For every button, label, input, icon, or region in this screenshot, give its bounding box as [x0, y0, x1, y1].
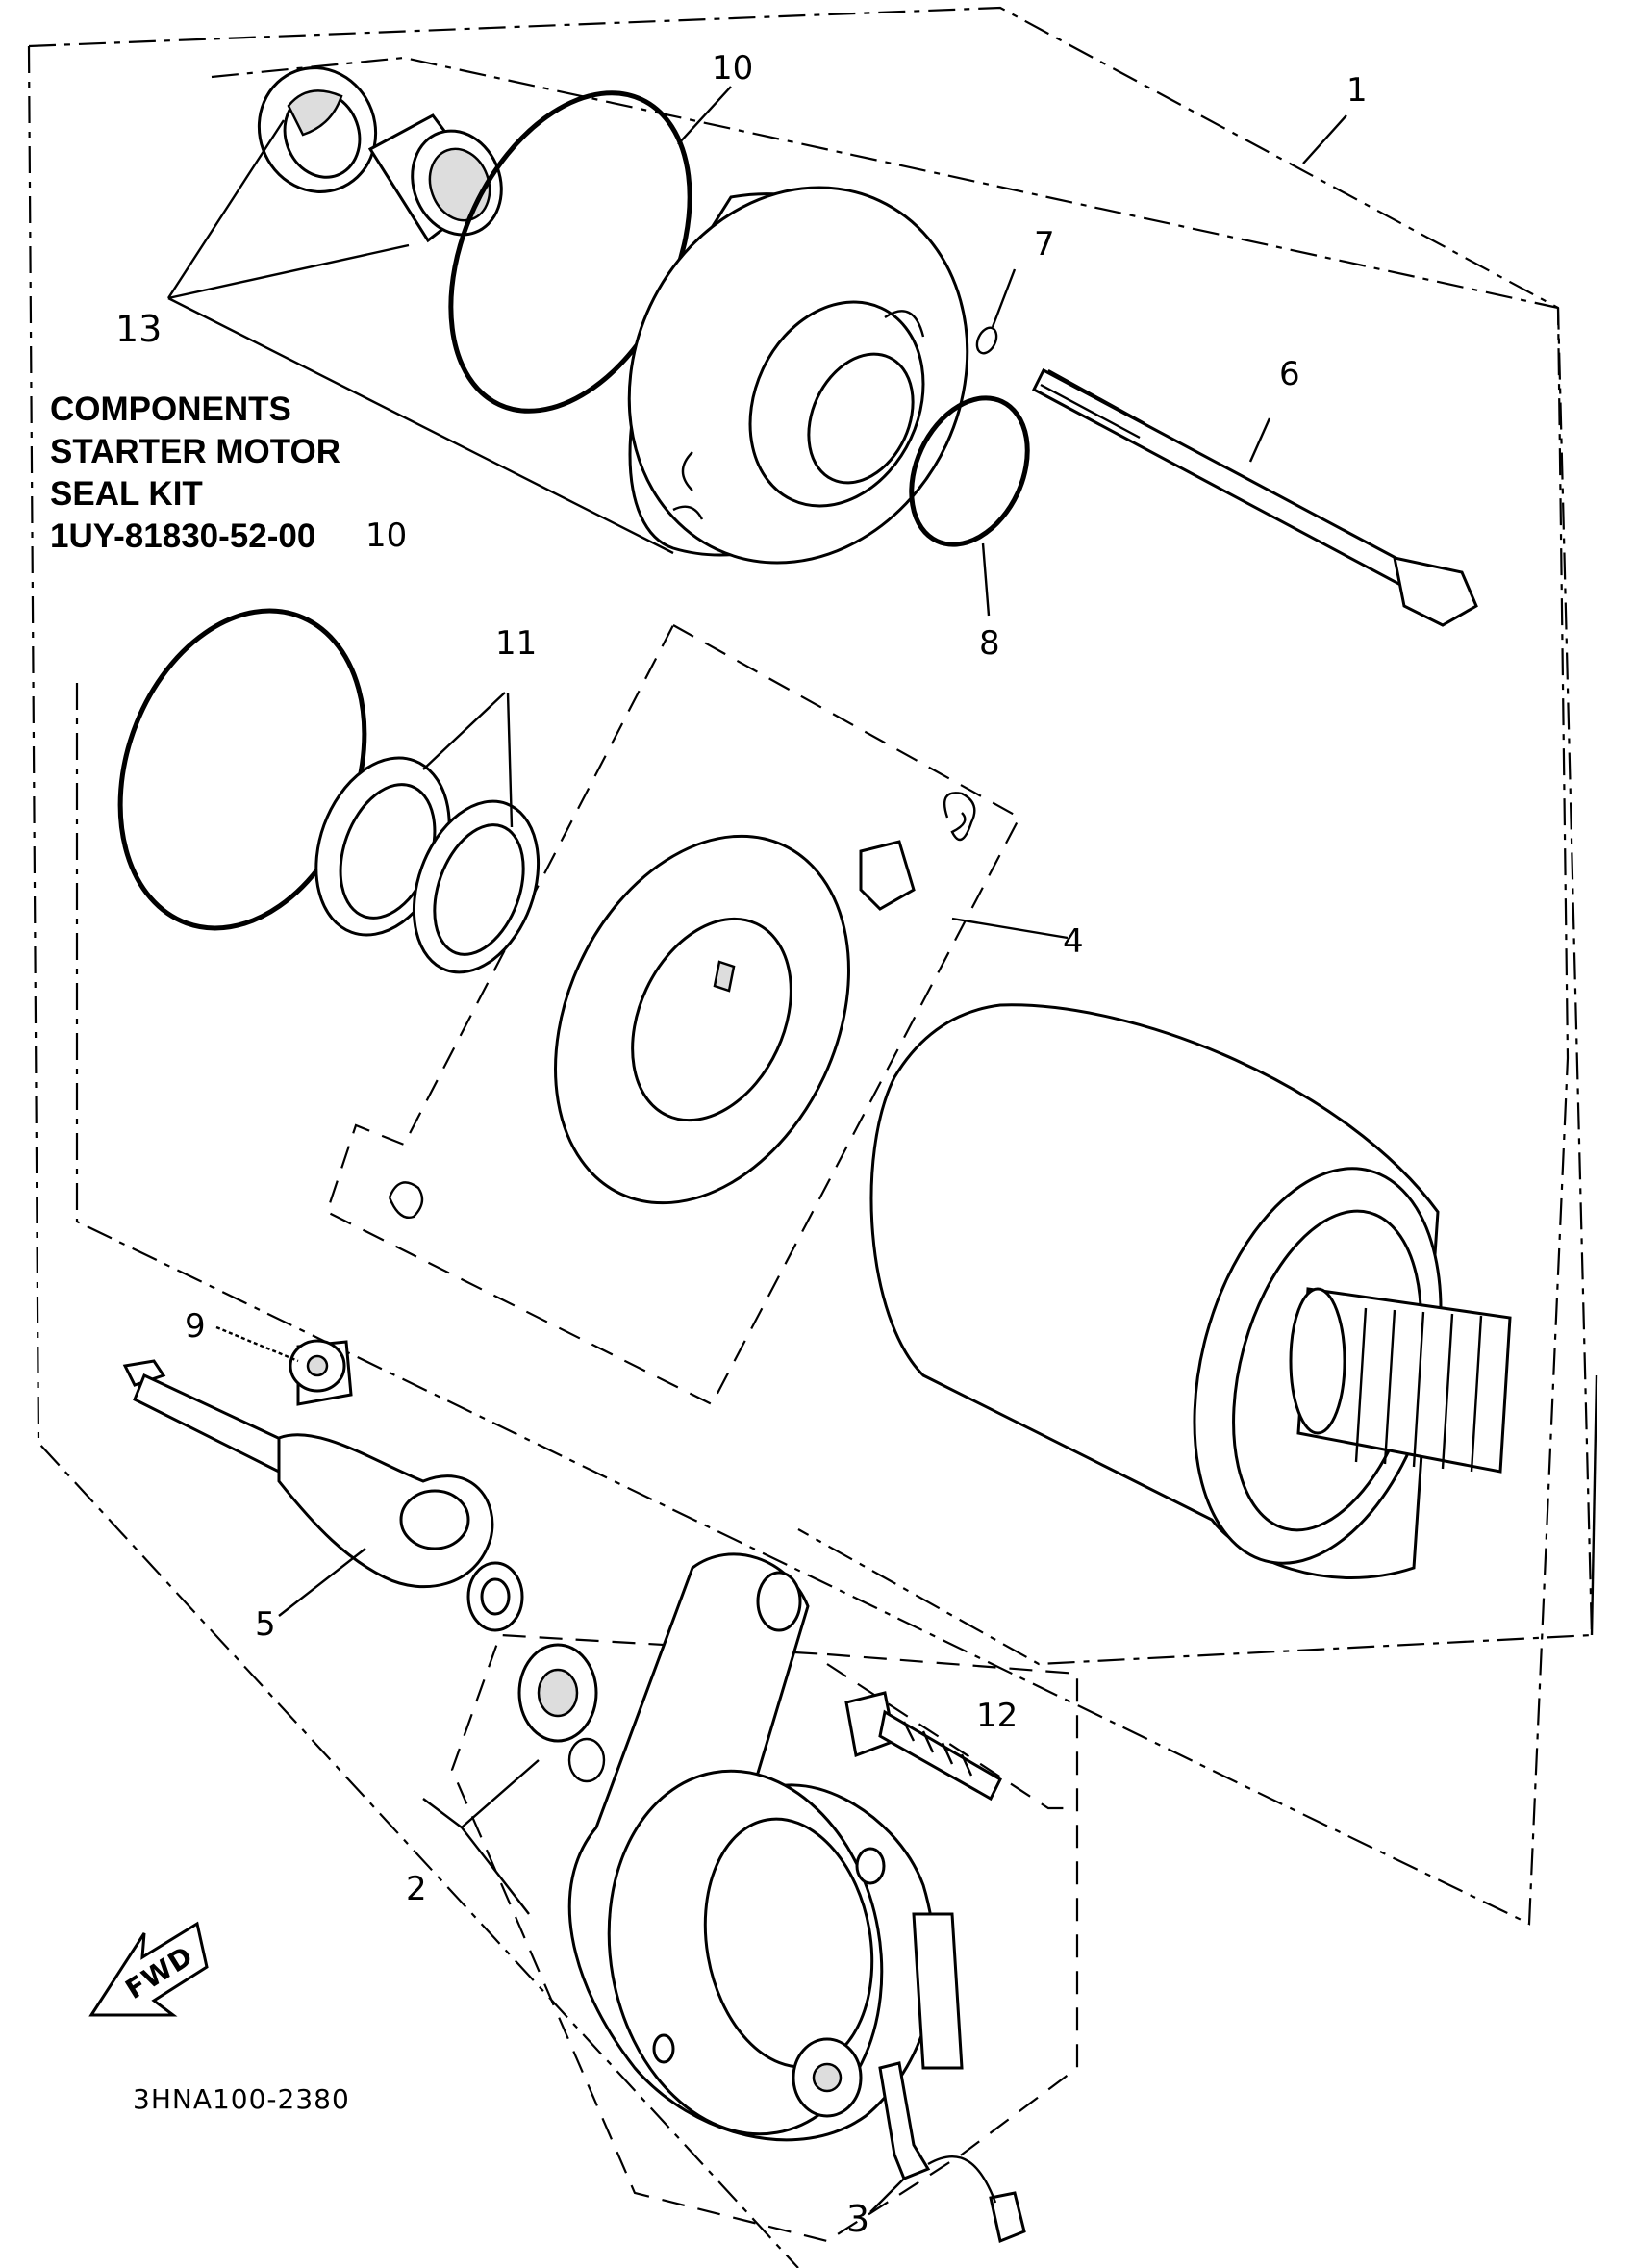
nut: [289, 1339, 353, 1406]
callout-10-middle: 10: [365, 517, 407, 555]
callout-2: 2: [406, 1870, 427, 1908]
brush-spring-top: [943, 792, 976, 842]
callout-7: 7: [1034, 225, 1055, 264]
brush: [859, 840, 916, 911]
assembly-boundary: [27, 6, 1594, 2268]
callout-10-top: 10: [712, 49, 753, 88]
mounting-bolt: [844, 1691, 1002, 1802]
through-bolt: [1032, 367, 1478, 627]
callout-12: 12: [976, 1697, 1018, 1735]
front-cover-group-boundary: [211, 56, 1559, 310]
callout-6: 6: [1279, 355, 1300, 393]
o-ring-medium: [909, 395, 1030, 547]
o-ring-tiny: [567, 1737, 606, 1783]
terminal-bolt: [122, 1359, 494, 1589]
caption-line-starter-motor: STARTER MOTOR: [50, 433, 341, 470]
rear-housing-group-boundary: [450, 1633, 1079, 2243]
seal-kit-leader-lines: [166, 119, 674, 555]
callout-4: 4: [1063, 922, 1084, 961]
drawing-code: 3HNA100-2380: [133, 2083, 350, 2115]
brush-lead: [878, 2061, 1026, 2244]
bearing: [367, 113, 503, 243]
callout-13: 13: [115, 308, 162, 350]
callout-3: 3: [846, 2198, 869, 2240]
yoke-housing: [869, 1003, 1512, 1579]
callout-8: 8: [979, 624, 1000, 663]
oil-seal: [257, 66, 378, 193]
thrust-washers: [314, 756, 541, 974]
callout-11: 11: [495, 624, 537, 663]
fwd-arrow-icon: FWD: [88, 1921, 209, 2017]
callout-1: 1: [1346, 71, 1368, 110]
brush-group-boundary: [75, 307, 1570, 1926]
caption-line-part-number: 1UY-81830-52-00: [50, 517, 316, 555]
rear-housing: [567, 1552, 964, 2142]
bolt-group-boundary: [826, 1663, 1077, 1810]
caption-line-components: COMPONENTS: [50, 391, 291, 428]
brush-plate: [554, 834, 850, 1205]
brush-spring-bottom: [388, 1181, 424, 1219]
o-ring-small: [975, 326, 998, 355]
callout-5: 5: [255, 1605, 276, 1644]
seal-kit-caption: COMPONENTS STARTER MOTOR SEAL KIT 1UY-81…: [50, 389, 454, 558]
front-cover: [627, 186, 969, 565]
caption-line-seal-kit: SEAL KIT: [50, 475, 203, 513]
callout-9: 9: [185, 1307, 206, 1346]
